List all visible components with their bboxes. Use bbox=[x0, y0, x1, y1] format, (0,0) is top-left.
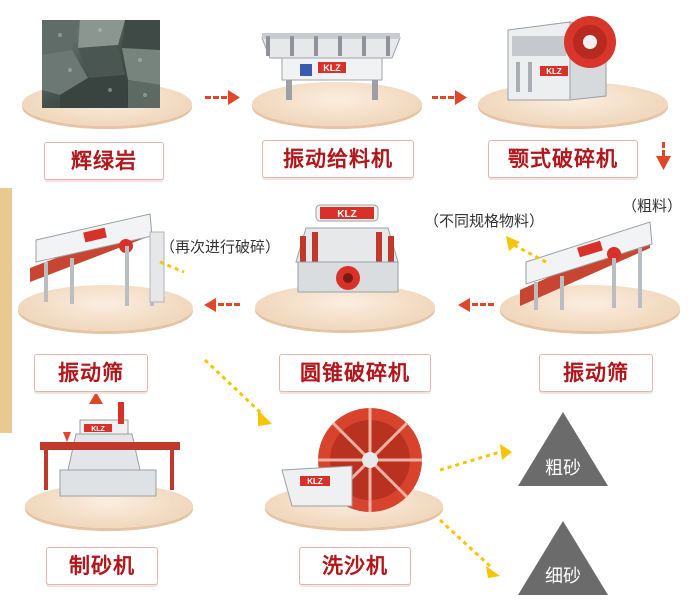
arrow-washer-to-fine bbox=[438, 518, 494, 570]
note-coarse-material: （粗料） bbox=[622, 197, 683, 215]
platform-feeder bbox=[252, 82, 422, 126]
jaw-crusher-machine: KLZ bbox=[507, 16, 616, 101]
coarse-sand-triangle bbox=[518, 412, 608, 486]
rock-image bbox=[42, 20, 160, 108]
arrow-jaw-down bbox=[656, 142, 671, 170]
arrow-washer-to-coarse bbox=[439, 450, 501, 472]
screen-left-machine bbox=[30, 213, 165, 306]
label-feeder: 振动给料机 bbox=[262, 140, 414, 178]
label-coarse-sand: 粗砂 bbox=[545, 458, 581, 479]
sidebar-tab bbox=[0, 188, 12, 433]
sandmaker-logo: KLZ bbox=[91, 426, 105, 433]
note-recrush: （再次进行破碎） bbox=[160, 238, 281, 256]
label-cone-crusher: 圆锥破碎机 bbox=[279, 354, 431, 392]
washer-logo: KLZ bbox=[307, 477, 323, 486]
cone-crusher-machine: KLZ bbox=[295, 204, 399, 293]
feeder-logo: KLZ bbox=[323, 63, 341, 73]
arrow-screen-to-cone-return bbox=[511, 242, 547, 264]
label-sand-maker: 制砂机 bbox=[46, 547, 158, 585]
arrow-feeder-to-jaw bbox=[432, 90, 467, 105]
screen-right-machine bbox=[520, 221, 653, 310]
red-arrows bbox=[63, 90, 671, 442]
yellow-arrows bbox=[159, 242, 547, 570]
label-jaw-crusher: 颚式破碎机 bbox=[488, 140, 638, 178]
feeder-machine: KLZ bbox=[261, 33, 401, 100]
arrow-sandmaker-down bbox=[63, 432, 71, 442]
label-screen-left: 振动筛 bbox=[34, 354, 148, 392]
arrow-sandmaker-up bbox=[89, 392, 103, 404]
arrow-rock-to-feeder bbox=[205, 90, 240, 105]
label-rock: 辉绿岩 bbox=[44, 142, 164, 180]
cone-logo: KLZ bbox=[337, 209, 356, 220]
label-screen-right: 振动筛 bbox=[539, 354, 653, 392]
arrow-screen-to-cone bbox=[458, 298, 494, 312]
label-sand-washer: 洗沙机 bbox=[299, 547, 411, 585]
yellow-arrow-heads bbox=[258, 236, 520, 578]
fine-sand-triangle bbox=[518, 521, 608, 595]
sand-maker-machine: KLZ bbox=[40, 402, 180, 497]
jaw-logo: KLZ bbox=[546, 67, 562, 76]
note-mixed-material: （不同规格物料） bbox=[424, 212, 545, 230]
arrow-cone-to-screen bbox=[204, 298, 240, 312]
label-fine-sand: 细砂 bbox=[545, 566, 581, 587]
arrow-screen-to-washer bbox=[203, 358, 264, 416]
sand-washer-machine: KLZ bbox=[281, 408, 422, 512]
